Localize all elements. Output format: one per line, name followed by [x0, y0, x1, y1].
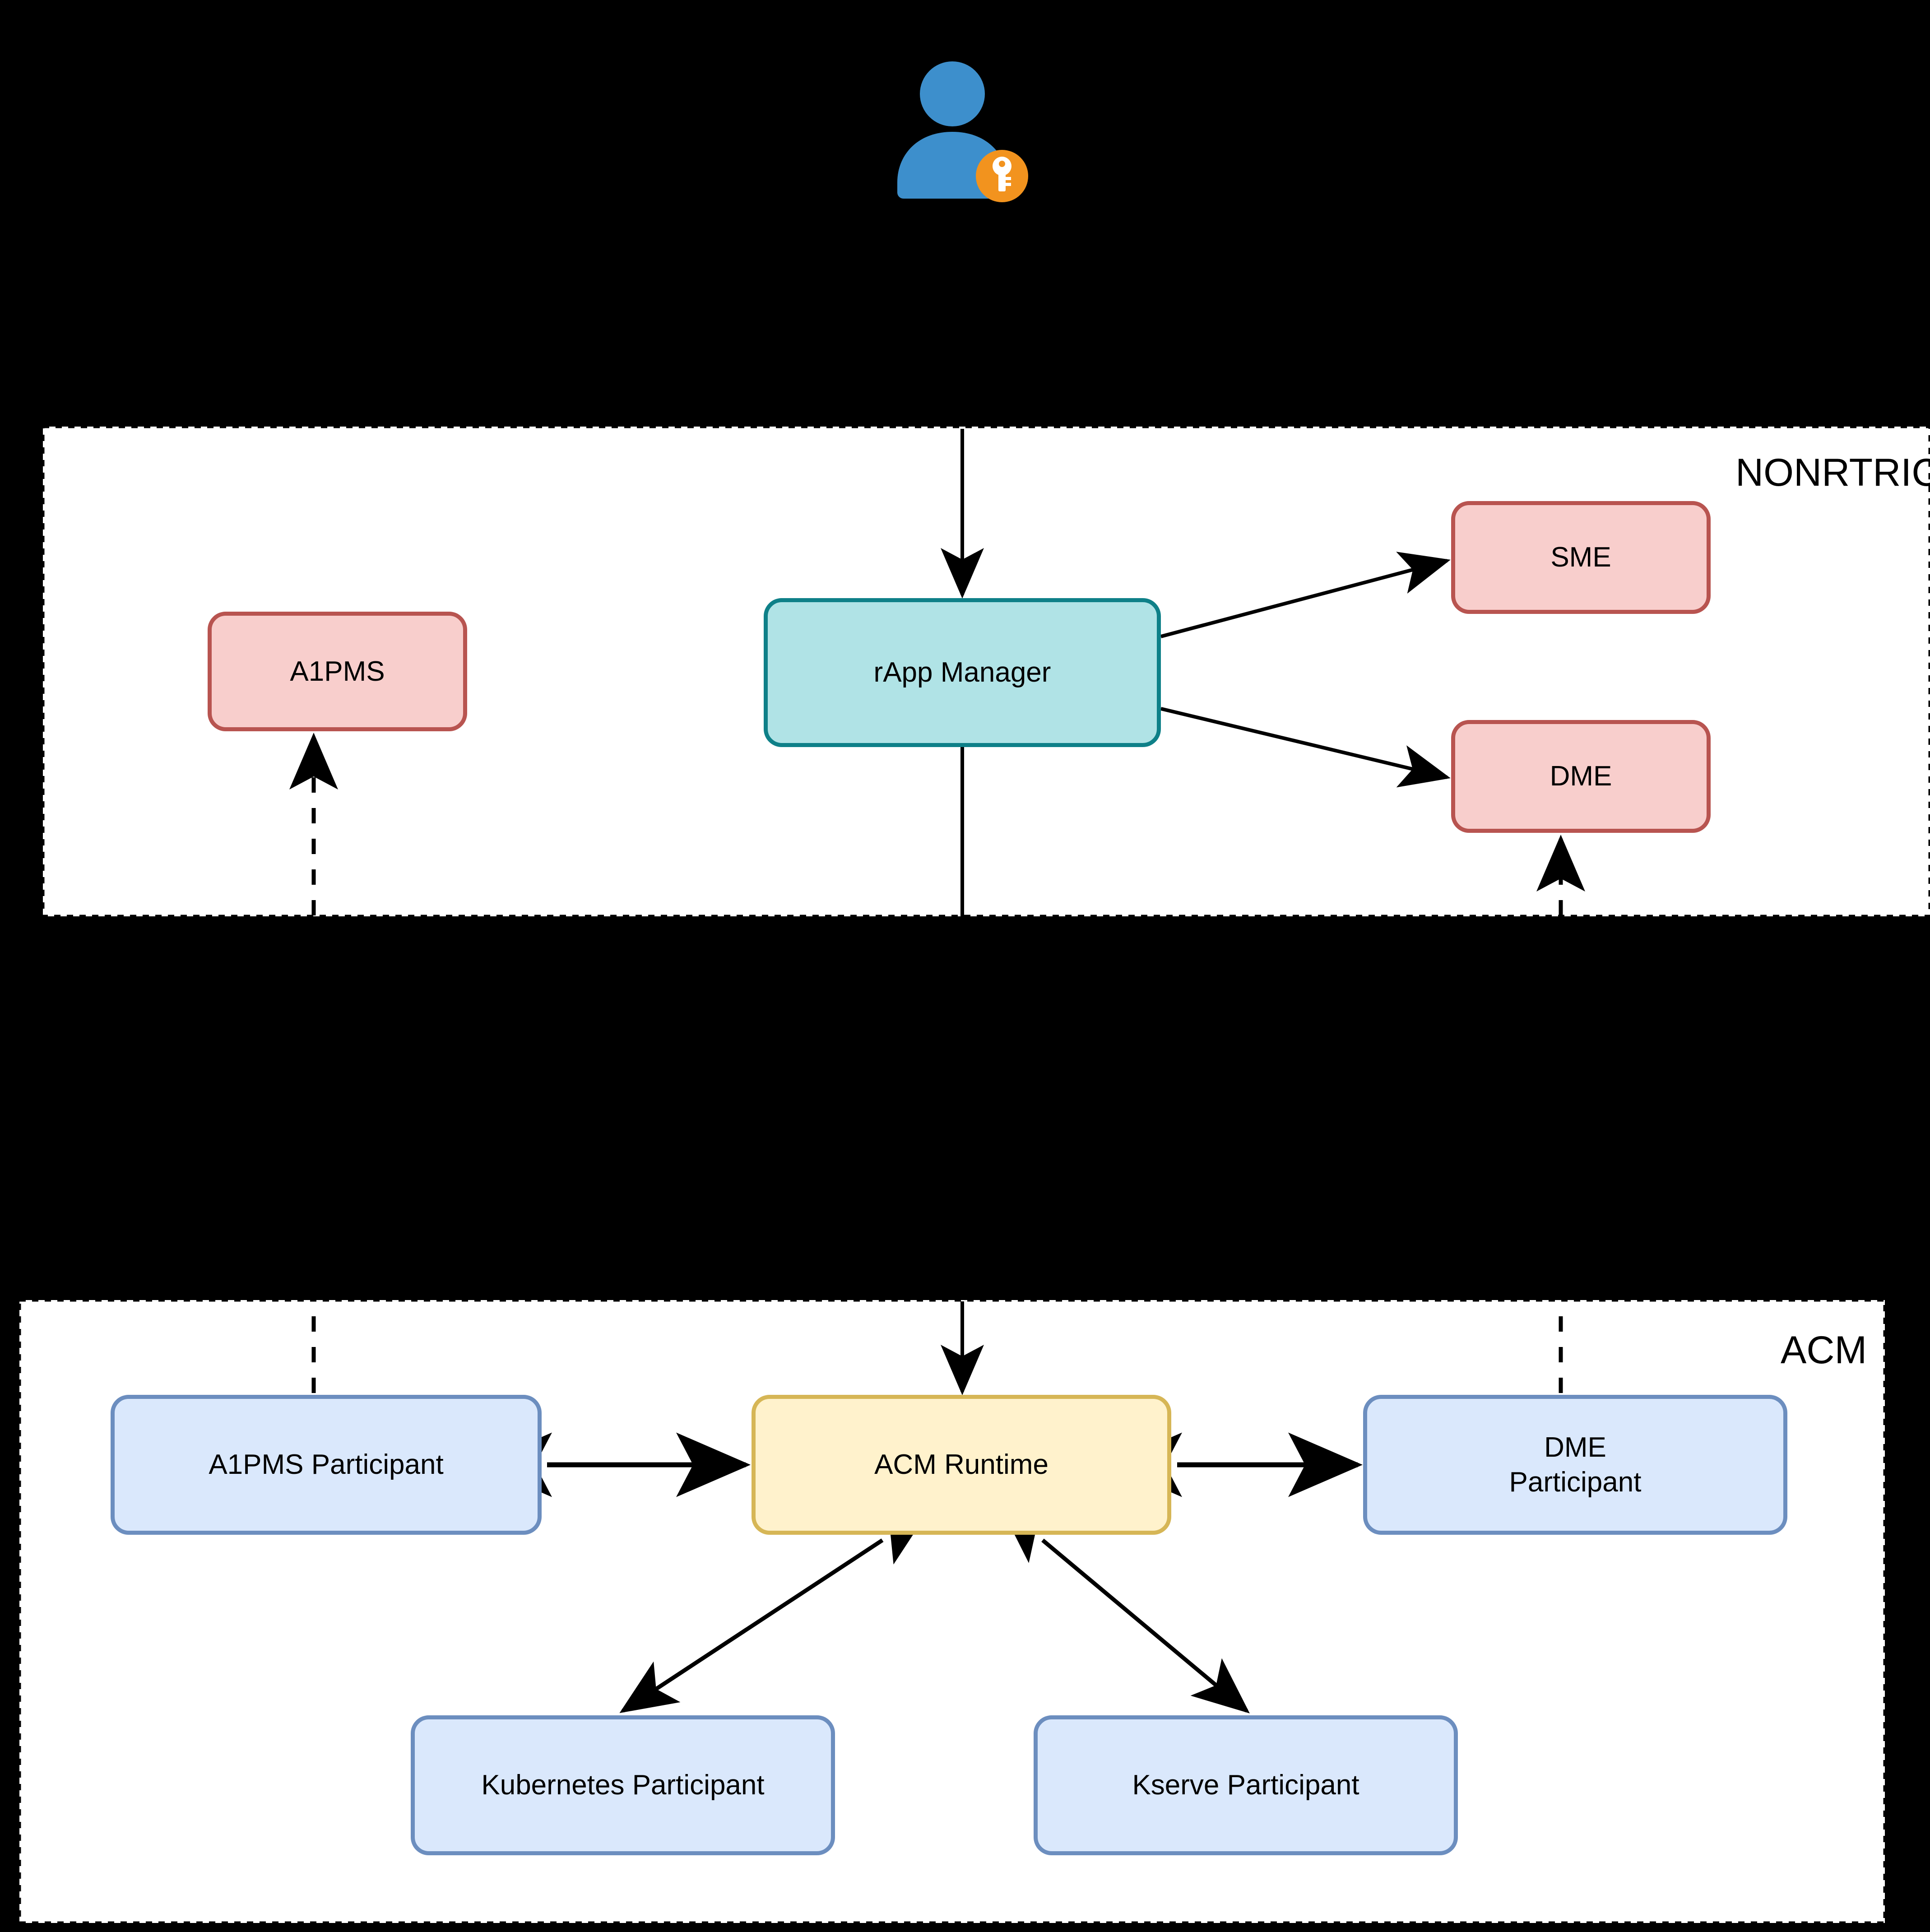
- key-icon: [993, 157, 1011, 191]
- edge-rapp-manager-to-dme: [1160, 707, 1451, 788]
- edge-acm-runtime-kserve-participant: [999, 1504, 1250, 1714]
- node-kserve-participant[interactable]: Kserve Participant: [1034, 1715, 1458, 1855]
- node-dme[interactable]: DME: [1451, 720, 1711, 833]
- node-a1pms-participant[interactable]: A1PMS Participant: [111, 1395, 542, 1535]
- node-acm-runtime[interactable]: ACM Runtime: [752, 1395, 1171, 1535]
- node-kubernetes-participant[interactable]: Kubernetes Participant: [411, 1715, 835, 1855]
- node-rapp-manager[interactable]: rApp Manager: [764, 598, 1161, 747]
- edge-rapp-manager-to-sme: [1160, 552, 1451, 638]
- node-a1pms[interactable]: A1PMS: [208, 612, 467, 731]
- node-sme[interactable]: SME: [1451, 501, 1711, 614]
- zone-label-nonrtric: NONRTRIC: [1735, 451, 1930, 494]
- user-with-key-icon: [897, 61, 1028, 202]
- user-head: [920, 61, 985, 126]
- zone-label-acm: ACM: [1781, 1328, 1867, 1372]
- edge-acm-runtime-kubernetes-participant: [619, 1509, 930, 1713]
- node-dme-participant[interactable]: DME Participant: [1363, 1395, 1787, 1535]
